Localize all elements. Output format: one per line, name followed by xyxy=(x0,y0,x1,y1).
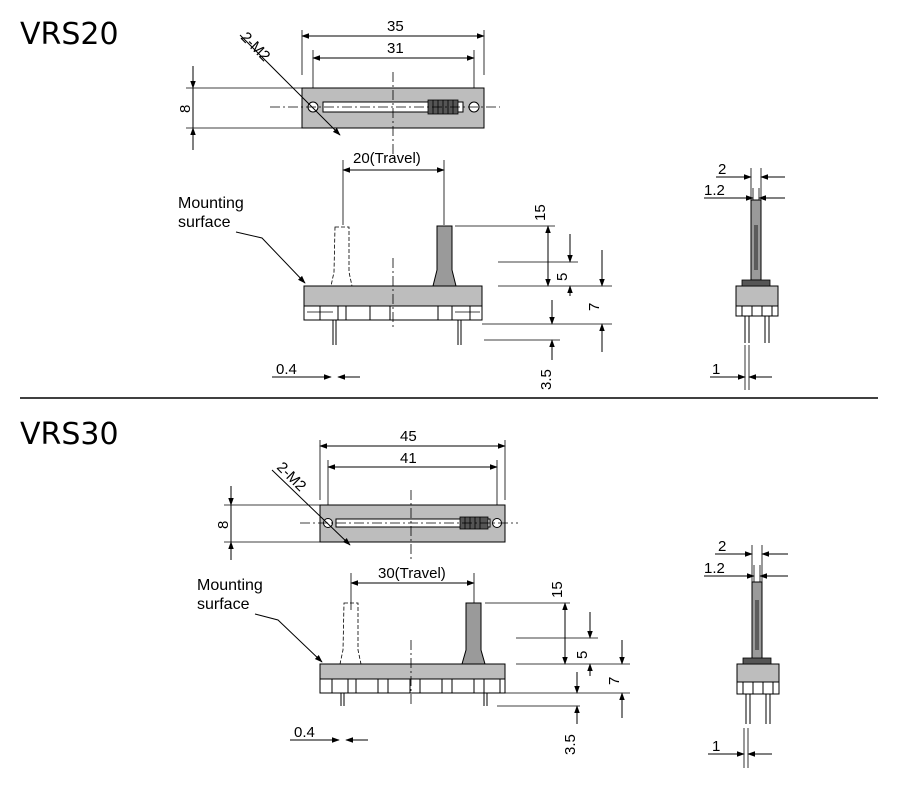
dim-body-height: 7 xyxy=(606,677,623,685)
top-view: 45 41 8 2-M2 xyxy=(215,428,518,560)
hole-callout: 2-M2 xyxy=(237,29,273,65)
lever xyxy=(432,225,457,287)
section-vrs30: VRS30 45 41 8 2-M2 xyxy=(20,417,788,768)
dim-lever-width: 2 xyxy=(718,538,726,555)
dim-lever-thickness: 1.2 xyxy=(704,182,725,199)
lever xyxy=(461,602,486,665)
dim-travel: 30(Travel) xyxy=(378,565,446,582)
body-front xyxy=(319,663,506,680)
front-view: 30(Travel) Mounting surface 15 xyxy=(197,565,630,755)
dim-height: 8 xyxy=(177,105,194,113)
mounting-label: Mounting xyxy=(178,195,244,212)
mounting-label: Mounting xyxy=(197,577,263,594)
front-view: 20(Travel) Mounting surface xyxy=(178,150,612,390)
model-title: VRS20 xyxy=(20,17,119,52)
lever-side xyxy=(750,199,762,281)
dim-mount-pitch: 41 xyxy=(400,450,417,467)
dim-body-height: 7 xyxy=(586,303,603,311)
mounting-label-2: surface xyxy=(178,214,231,231)
lever-side xyxy=(751,581,763,661)
dim-pin-width: 0.4 xyxy=(276,361,297,378)
dim-overall: 35 xyxy=(387,18,404,35)
dim-lever-height: 15 xyxy=(549,581,566,598)
dim-side-pin-width: 1 xyxy=(712,361,720,378)
dim-height: 8 xyxy=(215,521,232,529)
section-vrs20: VRS20 35 31 xyxy=(20,17,785,390)
dim-side-pin-width: 1 xyxy=(712,738,720,755)
dim-overall: 45 xyxy=(400,428,417,445)
dim-lever-height: 15 xyxy=(532,204,549,221)
dim-travel: 20(Travel) xyxy=(353,150,421,167)
side-view: 2 1.2 1 xyxy=(704,538,788,768)
dim-mount-pitch: 31 xyxy=(387,40,404,57)
dim-lever-width: 2 xyxy=(718,161,726,178)
top-view: 35 31 8 2-M2 xyxy=(177,18,500,160)
dim-lever-thickness: 1.2 xyxy=(704,560,725,577)
side-view: 2 1.2 1 xyxy=(704,161,785,390)
dim-lever-step: 5 xyxy=(574,651,591,659)
dim-lever-step: 5 xyxy=(554,273,571,281)
dim-pin-length: 3.5 xyxy=(538,369,555,390)
dim-pin-length: 3.5 xyxy=(562,734,579,755)
dim-pin-width: 0.4 xyxy=(294,724,315,741)
model-title: VRS30 xyxy=(20,417,119,452)
mounting-label-2: surface xyxy=(197,596,250,613)
